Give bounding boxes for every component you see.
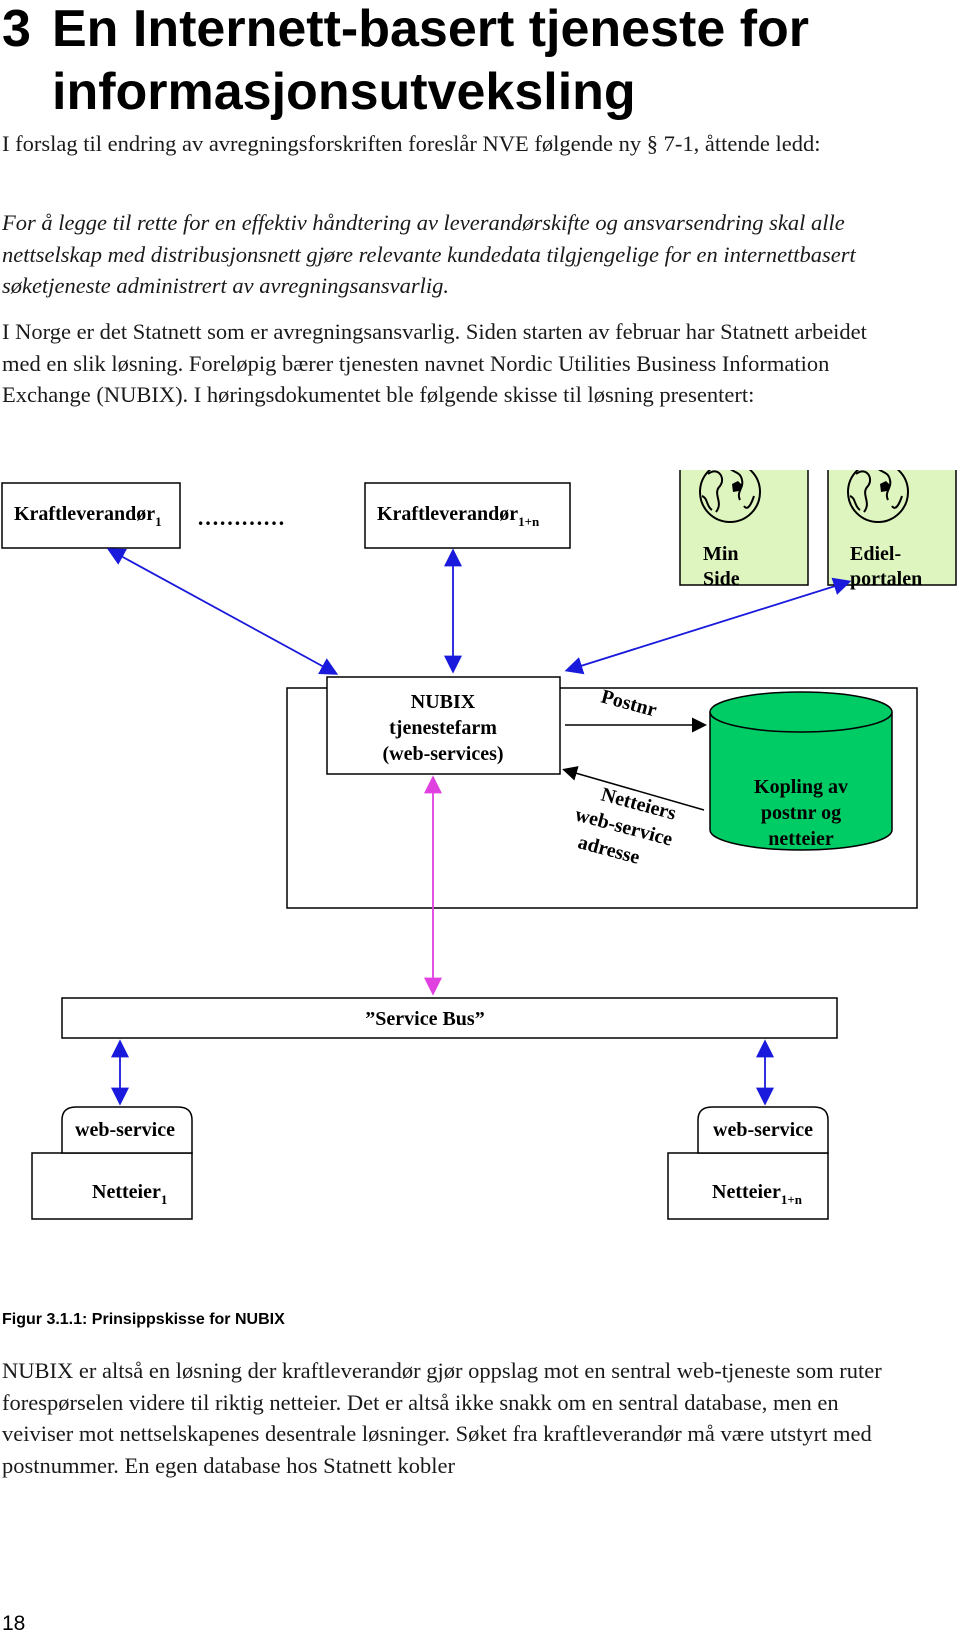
chapter-heading: 3 En Internett-basert tjeneste for inform… bbox=[2, 0, 809, 124]
svg-text:(web-services): (web-services) bbox=[382, 743, 503, 765]
svg-text:”Service Bus”: ”Service Bus” bbox=[365, 1008, 484, 1030]
svg-text:postnr og: postnr og bbox=[761, 802, 841, 824]
svg-text:netteier: netteier bbox=[768, 828, 834, 850]
page-number: 18 bbox=[2, 1612, 26, 1635]
svg-text:tjenestefarm: tjenestefarm bbox=[389, 717, 497, 739]
svg-text:Netteier1+n: Netteier1+n bbox=[712, 1181, 803, 1207]
supplier-ellipsis: ………… bbox=[197, 505, 285, 530]
svg-text:portalen: portalen bbox=[850, 568, 922, 590]
ediel-portal-panel: Ediel- portalen bbox=[827, 470, 957, 590]
chapter-number: 3 bbox=[2, 0, 31, 58]
chapter-title-line2: informasjonsutveksling bbox=[52, 63, 636, 121]
supplier-n-box: Kraftleverandør1+n bbox=[364, 482, 571, 549]
conclusion-paragraph: NUBIX er altså en løsning der kraftlever… bbox=[2, 1358, 882, 1478]
regulation-quote: For å legge til rette for en effektiv hå… bbox=[2, 210, 856, 298]
intro-paragraph: I forslag til endring av avregningsforsk… bbox=[2, 131, 821, 156]
nubix-box: NUBIX tjenestefarm (web-services) bbox=[326, 676, 561, 775]
svg-text:Side: Side bbox=[703, 568, 740, 590]
svg-text:Min: Min bbox=[703, 543, 739, 565]
svg-text:web-service: web-service bbox=[75, 1119, 175, 1141]
svg-text:NUBIX: NUBIX bbox=[411, 691, 476, 713]
statnett-paragraph: I Norge er det Statnett som er avregning… bbox=[2, 319, 867, 407]
netteier-n-box: web-service Netteier1+n bbox=[667, 1106, 829, 1220]
svg-text:Kraftleverandør1+n: Kraftleverandør1+n bbox=[377, 503, 540, 529]
service-bus: ”Service Bus” bbox=[61, 997, 838, 1039]
svg-text:Kraftleverandør1: Kraftleverandør1 bbox=[14, 503, 162, 529]
svg-text:web-service: web-service bbox=[713, 1119, 813, 1141]
min-side-panel: Min Side bbox=[679, 470, 809, 590]
figure-caption: Figur 3.1.1: Prinsippskisse for NUBIX bbox=[2, 1311, 285, 1328]
svg-text:Netteier1: Netteier1 bbox=[92, 1181, 167, 1207]
ediel-arrow bbox=[564, 577, 852, 675]
nubix-diagram: Kraftleverandør1 ………… Kraftleverandør1+n… bbox=[1, 470, 957, 1220]
svg-text:Kopling av: Kopling av bbox=[754, 776, 848, 798]
postcode-database: Kopling av postnr og netteier bbox=[709, 691, 893, 851]
chapter-title-line1: En Internett-basert tjeneste for bbox=[52, 0, 810, 58]
netteier-1-box: web-service Netteier1 bbox=[31, 1106, 193, 1220]
supplier-1-box: Kraftleverandør1 bbox=[1, 482, 181, 549]
svg-text:Ediel-: Ediel- bbox=[850, 543, 901, 565]
address-arrow bbox=[562, 766, 705, 811]
supplier-1-arrow bbox=[106, 548, 339, 675]
